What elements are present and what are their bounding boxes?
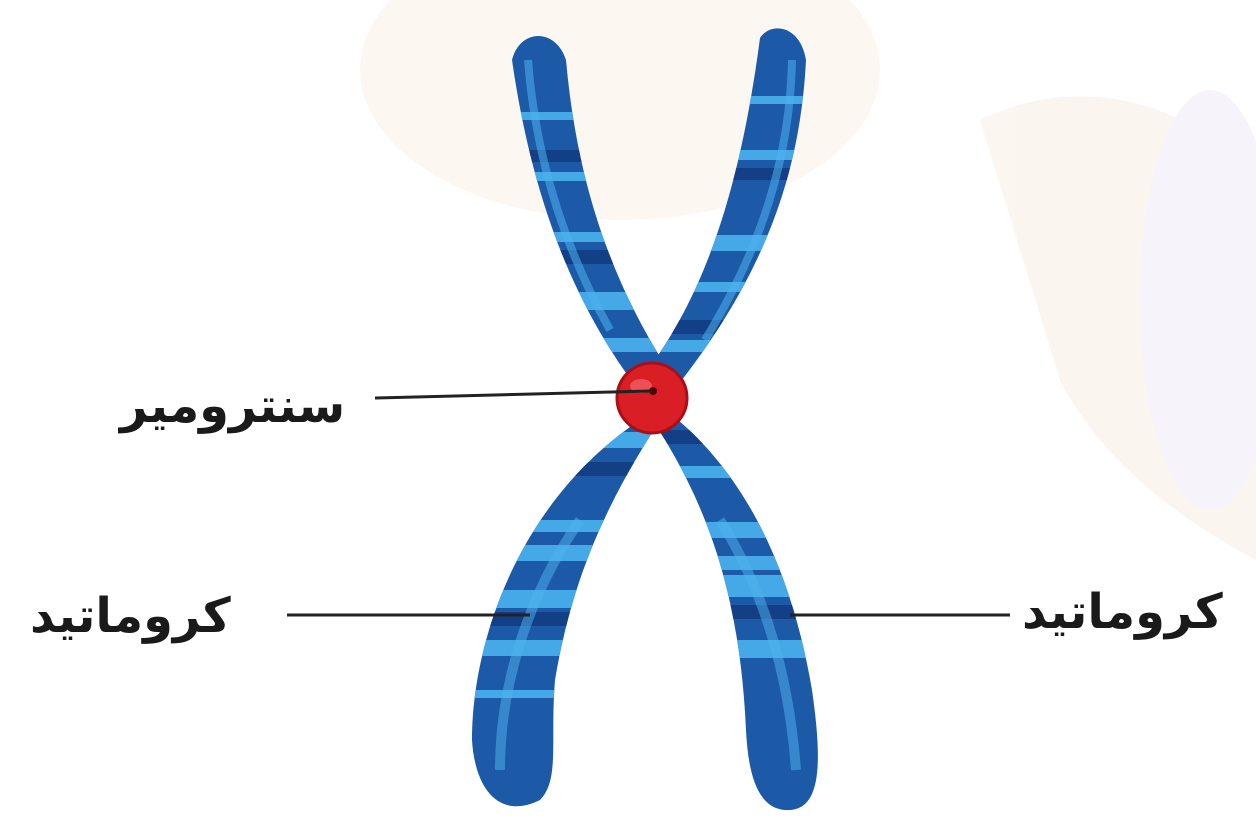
label-chromatid-left: كروماتيد	[30, 592, 231, 640]
centromere	[617, 363, 687, 433]
label-chromatid-right: كروماتيد	[1022, 588, 1223, 636]
label-centromere: سنترومير	[120, 382, 345, 430]
watermark-shape	[360, 0, 1256, 560]
leader-line-centromere	[375, 391, 652, 398]
chromatid-arm-lower-left	[460, 402, 680, 806]
chromatid-arm-lower-right	[630, 402, 850, 810]
